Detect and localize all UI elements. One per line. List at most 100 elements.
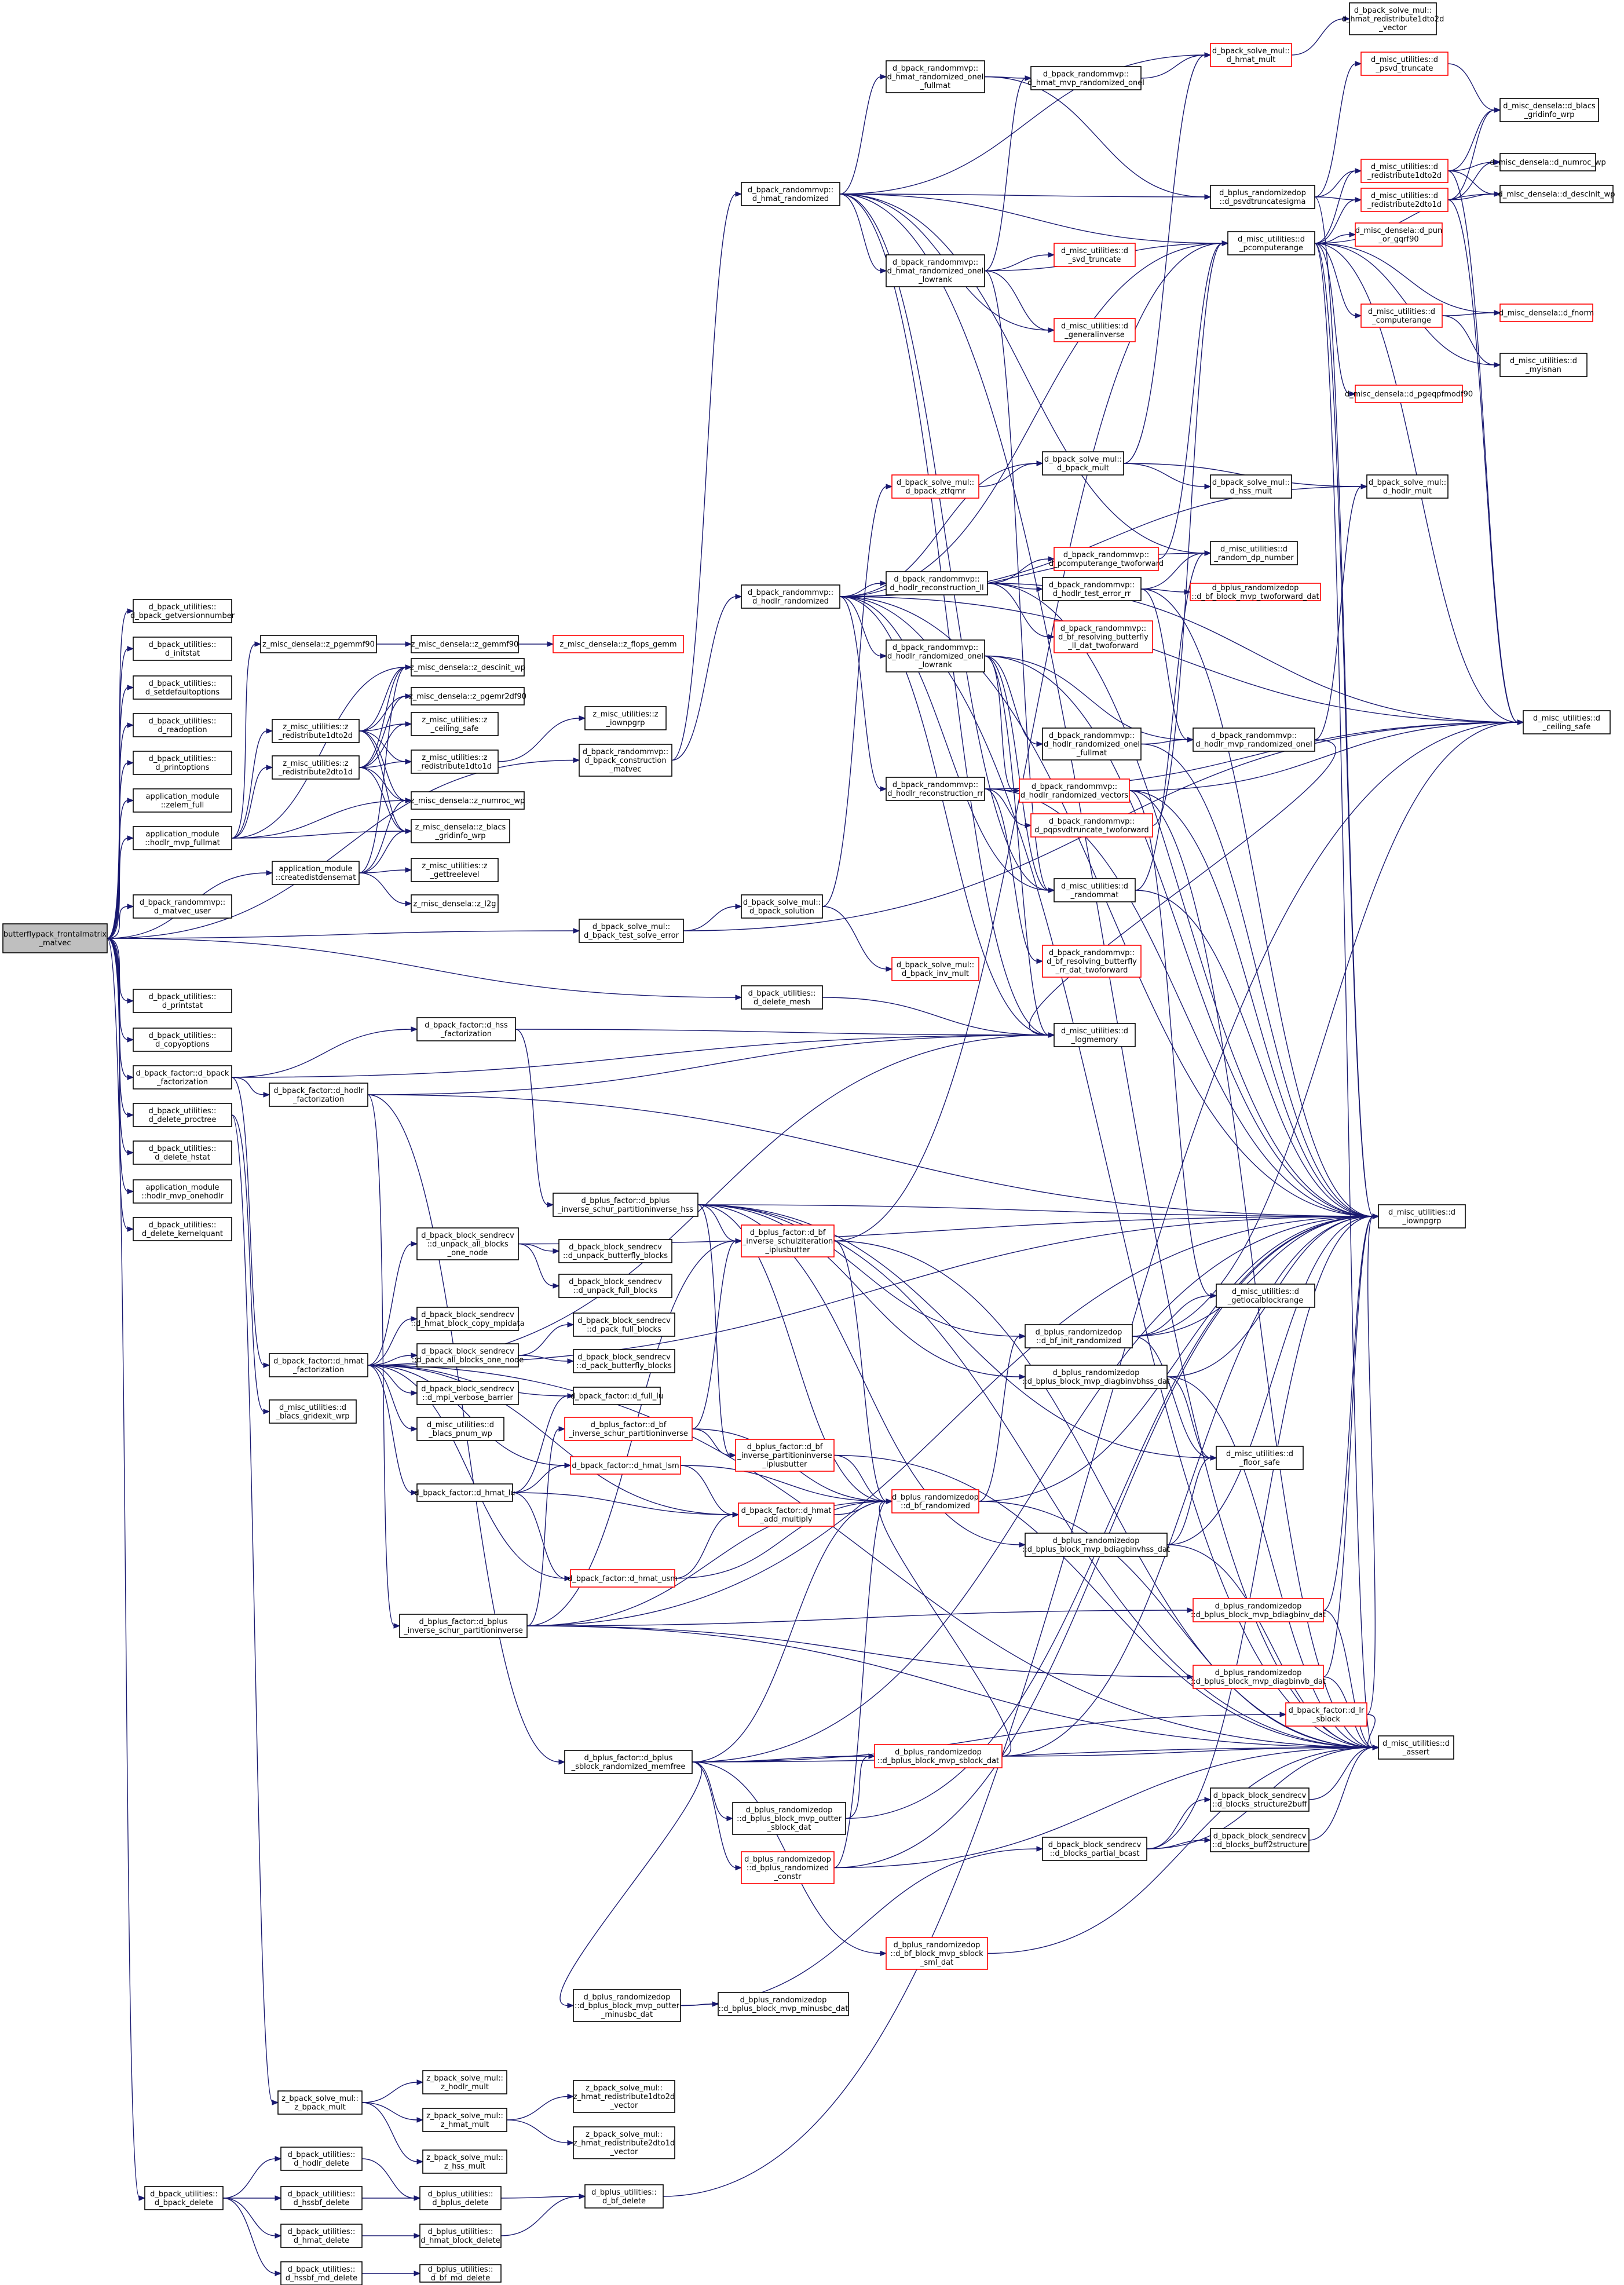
function-node[interactable]: d_bpack_randommvp::d_hodlr_randomized_on… [1042,727,1142,761]
function-node[interactable]: d_misc_utilities::d_redistribute1dto2d [1360,159,1449,183]
function-node[interactable]: application_module::hodlr_mvp_fullmat [133,826,232,850]
function-node[interactable]: d_misc_utilities::d_psvd_truncate [1360,52,1449,76]
function-node[interactable]: d_bpack_factor::d_hss_factorization [416,1017,516,1041]
function-node[interactable]: d_bpack_factor::d_hmat_lsm [570,1456,681,1475]
function-node[interactable]: d_bplus_factor::d_bf_inverse_schulzitera… [741,1224,835,1257]
function-node[interactable]: d_misc_utilities::d_blacs_gridexit_wrp [269,1399,357,1424]
function-node[interactable]: d_bplus_utilities::d_bplus_delete [419,2186,502,2210]
function-node[interactable]: d_bplus_randomizedop::d_bplus_block_mvp_… [1191,1665,1326,1689]
function-node[interactable]: d_bpack_block_sendrecv::d_blocks_partial… [1042,1837,1147,1861]
function-node[interactable]: d_bplus_factor::d_bf_inverse_schur_parti… [564,1417,693,1441]
function-node[interactable]: d_misc_densela::d_numroc_wp [1490,153,1606,171]
function-node[interactable]: d_misc_utilities::d_generalinverse [1054,318,1136,342]
function-node[interactable]: d_bpack_solve_mul::d_hmat_mult [1210,43,1292,67]
function-node[interactable]: d_bpack_utilities::d_hssbf_delete [280,2186,363,2210]
function-node[interactable]: d_misc_densela::d_blacs_gridinfo_wrp [1499,98,1599,122]
function-node[interactable]: d_bpack_utilities::d_printoptions [133,751,232,775]
function-node[interactable]: d_misc_utilities::d_computerange [1360,304,1443,328]
function-node[interactable]: d_bplus_randomizedop::d_bplus_block_mvp_… [718,1992,849,2016]
function-node[interactable]: d_misc_utilities::d_pcomputerange [1227,231,1315,255]
function-node[interactable]: d_bplus_randomizedop::d_bplus_randomized… [741,1851,835,1884]
function-node[interactable]: d_bpack_utilities::d_delete_mesh [741,985,823,1010]
function-node[interactable]: d_misc_utilities::d_randommat [1054,878,1136,902]
function-node[interactable]: z_misc_densela::z_gemmf90 [411,635,519,653]
function-node[interactable]: d_bpack_randommvp::d_hodlr_reconstructio… [886,571,988,595]
function-node[interactable]: d_misc_utilities::d_redistribute2dto1d [1360,188,1449,212]
function-node[interactable]: d_bpack_factor::d_bpack_factorization [133,1065,232,1090]
function-node[interactable]: application_module::createdistdensemat [272,861,360,885]
function-node[interactable]: d_bpack_block_sendrecv::d_pack_full_bloc… [573,1312,675,1337]
function-node[interactable]: d_bplus_randomizedop::d_bplus_block_mvp_… [1022,1365,1170,1389]
root-function-node[interactable]: butterflypack_frontalmatrix_matvec [2,923,108,953]
function-node[interactable]: d_bpack_solve_mul::d_bpack_ztfqmr [891,474,979,499]
function-node[interactable]: d_bpack_solve_mul::d_bpack_inv_mult [891,957,979,981]
function-node[interactable]: d_bplus_utilities::d_hmat_block_delete [419,2224,502,2248]
function-node[interactable]: d_bpack_block_sendrecv::d_blocks_structu… [1210,1787,1310,1812]
function-node[interactable]: d_bplus_randomizedop::d_bf_init_randomiz… [1025,1324,1133,1348]
function-node[interactable]: d_bpack_utilities::d_delete_proctree [133,1103,232,1127]
function-node[interactable]: d_misc_densela::d_descinit_wp [1498,185,1615,203]
function-node[interactable]: d_misc_utilities::d_floor_safe [1216,1446,1304,1470]
function-node[interactable]: d_bpack_solve_mul::d_hss_mult [1210,474,1292,499]
function-node[interactable]: d_bplus_randomizedop::d_bplus_block_mvp_… [732,1802,846,1835]
function-node[interactable]: d_bpack_factor::d_hodlr_factorization [269,1083,368,1107]
function-node[interactable]: d_bplus_factor::d_bplus_inverse_schur_pa… [553,1193,698,1217]
function-node[interactable]: d_bpack_randommvp::d_hodlr_reconstructio… [886,777,985,801]
function-node[interactable]: d_bplus_factor::d_bplus_inverse_schur_pa… [399,1614,528,1638]
function-node[interactable]: d_bpack_utilities::d_printstat [133,989,232,1013]
function-node[interactable]: d_bpack_solve_mul::d_bpack_solution [741,894,823,919]
function-node[interactable]: d_bplus_factor::d_bf_inverse_partitionin… [735,1439,835,1472]
function-node[interactable]: d_misc_utilities::d_iownpgrp [1378,1204,1466,1229]
function-node[interactable]: d_misc_utilities::d_blacs_pnum_wp [416,1417,504,1441]
function-node[interactable]: d_bpack_randommvp::d_pqpsvdtruncate_twof… [1030,813,1153,838]
function-node[interactable]: d_misc_utilities::d_myisnan [1499,353,1588,377]
function-node[interactable]: d_bpack_block_sendrecv::d_unpack_all_blo… [416,1227,519,1260]
function-node[interactable]: d_bpack_randommvp::d_hodlr_randomized_on… [886,639,985,672]
function-node[interactable]: d_bpack_utilities::d_copyoptions [133,1028,232,1052]
function-node[interactable]: d_bplus_factor::d_bplus_sblock_randomize… [564,1750,693,1774]
function-node[interactable]: d_bpack_randommvp::d_hmat_randomized [741,182,840,206]
function-node[interactable]: d_bplus_randomizedop::d_bplus_block_mvp_… [1191,1598,1326,1622]
function-node[interactable]: d_misc_densela::d_fnorm [1499,304,1594,322]
function-node[interactable]: z_misc_utilities::z_redistribute1dto1d [411,750,499,774]
function-node[interactable]: d_bpack_block_sendrecv::d_pack_butterfly… [573,1349,675,1373]
function-node[interactable]: z_misc_densela::z_flops_gemm [553,635,684,653]
function-node[interactable]: z_bpack_solve_mul::z_bpack_mult [277,2090,363,2115]
function-node[interactable]: d_bpack_randommvp::d_hmat_randomized_one… [886,60,985,93]
function-node[interactable]: d_bpack_randommvp::d_hmat_randomized_one… [886,254,985,287]
function-node[interactable]: d_misc_utilities::d_assert [1378,1735,1454,1760]
function-node[interactable]: d_bplus_randomizedop::d_bf_block_mvp_sbl… [886,1937,988,1970]
function-node[interactable]: application_module::hodlr_mvp_onehodlr [133,1179,232,1204]
function-node[interactable]: z_misc_densela::z_descinit_wp [410,658,525,677]
function-node[interactable]: d_bpack_utilities::d_readoption [133,713,232,737]
function-node[interactable]: d_misc_utilities::d_random_dp_number [1210,541,1298,565]
function-node[interactable]: d_bpack_block_sendrecv::d_pack_all_block… [412,1343,524,1368]
function-node[interactable]: d_bpack_randommvp::d_hodlr_test_error_rr [1042,577,1142,601]
function-node[interactable]: d_bpack_utilities::d_hmat_delete [280,2224,363,2248]
function-node[interactable]: z_misc_utilities::z_gettreelevel [411,858,499,882]
function-node[interactable]: z_misc_densela::z_blacs_gridinfo_wrp [411,819,510,843]
function-node[interactable]: d_bpack_utilities::d_hssbf_md_delete [280,2261,363,2285]
function-node[interactable]: d_bpack_block_sendrecv::d_mpi_verbose_ba… [416,1381,519,1405]
function-node[interactable]: z_misc_densela::z_pgemmf90 [260,635,377,653]
function-node[interactable]: d_bplus_randomizedop::d_bf_randomized [891,1489,979,1513]
function-node[interactable]: d_bplus_randomizedop::d_bplus_block_mvp_… [874,1744,1003,1768]
function-node[interactable]: z_misc_densela::z_pgemr2df90 [409,687,526,705]
function-node[interactable]: d_bpack_randommvp::d_hodlr_randomized [741,584,840,609]
function-node[interactable]: d_bpack_factor::d_hmat_usm [568,1569,678,1588]
function-node[interactable]: d_misc_utilities::d_ceiling_safe [1523,710,1611,734]
function-node[interactable]: z_misc_utilities::z_redistribute1dto2d [272,719,360,743]
function-node[interactable]: d_bpack_utilities::d_hodlr_delete [280,2147,363,2171]
function-node[interactable]: d_bpack_utilities::d_initstat [133,637,232,661]
function-node[interactable]: d_bpack_factor::d_hmat_add_multiply [738,1502,835,1527]
function-node[interactable]: d_bpack_randommvp::d_bf_resolving_butter… [1042,945,1142,978]
function-node[interactable]: d_bpack_solve_mul::d_hmat_redistribute1d… [1342,2,1444,35]
function-node[interactable]: d_bpack_randommvp::d_hmat_mvp_randomized… [1027,66,1144,90]
function-node[interactable]: d_bpack_randommvp::d_pcomputerange_twofo… [1049,547,1164,571]
function-node[interactable]: z_misc_utilities::z_redistribute2dto1d [272,755,360,780]
function-node[interactable]: z_bpack_solve_mul::z_hss_mult [422,2149,507,2174]
function-node[interactable]: z_bpack_solve_mul::z_hmat_redistribute1d… [573,2080,675,2113]
function-node[interactable]: d_bpack_block_sendrecv::d_unpack_butterf… [558,1239,672,1263]
function-node[interactable]: z_misc_densela::z_l2g [411,894,499,913]
function-node[interactable]: d_bplus_randomizedop::d_bplus_block_mvp_… [1022,1533,1170,1557]
